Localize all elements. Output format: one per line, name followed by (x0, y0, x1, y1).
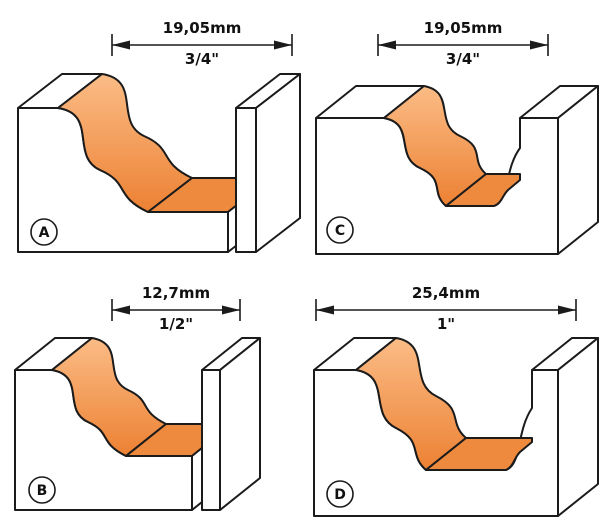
label-circle (326, 216, 354, 244)
panel-b: 12,7mm 1/2" B (0, 270, 300, 527)
label-letter: D (334, 487, 346, 503)
label-c: C (326, 216, 354, 244)
dimension-b: 12,7mm 1/2" (111, 284, 241, 333)
label-a: A (30, 218, 58, 246)
dimension-arrow-left-icon (112, 40, 130, 50)
dimension-a: 19,05mm 3/4" (111, 19, 293, 68)
panel-a-drawing: 19,05mm 3/4" A (17, 19, 301, 253)
dimension-inch-label: 3/4" (446, 50, 480, 68)
dimension-arrow-right-icon (274, 40, 292, 50)
label-letter: A (39, 225, 50, 241)
dimension-mm-label: 12,7mm (142, 284, 210, 302)
block-a (17, 73, 301, 253)
groove-bottom-surface (445, 173, 521, 207)
label-letter: C (335, 223, 345, 239)
dimension-inch-label: 1" (437, 315, 455, 333)
dimension-mm-label: 19,05mm (424, 19, 503, 37)
sliver-front-face (201, 369, 221, 511)
sliver-front-face (235, 107, 257, 253)
panel-a: 19,05mm 3/4" A (0, 0, 301, 270)
panel-b-drawing: 12,7mm 1/2" B (14, 284, 261, 511)
block-right-face (557, 85, 599, 255)
panel-d: 25,4mm 1" D (300, 270, 600, 527)
dimension-arrow-left-icon (378, 40, 396, 50)
groove-bottom-surface (425, 437, 533, 471)
dimension-arrow-right-icon (558, 305, 576, 315)
label-letter: B (37, 483, 48, 499)
dimension-inch-label: 3/4" (185, 50, 219, 68)
sliver-right-face (219, 337, 261, 511)
block-b (14, 337, 261, 511)
panel-c-drawing: 19,05mm 3/4" C (315, 19, 599, 255)
dimension-arrow-right-icon (222, 305, 240, 315)
dimension-c: 19,05mm 3/4" (377, 19, 549, 68)
label-circle (30, 218, 58, 246)
dimension-mm-label: 19,05mm (163, 19, 242, 37)
dimension-mm-label: 25,4mm (412, 284, 480, 302)
block-c (315, 85, 599, 255)
dimension-inch-label: 1/2" (159, 315, 193, 333)
dimension-d: 25,4mm 1" (315, 284, 577, 333)
label-b: B (28, 476, 56, 504)
dimension-arrow-left-icon (316, 305, 334, 315)
block-right-face (557, 337, 599, 517)
sliver-right-face (255, 73, 301, 253)
block-d (313, 337, 599, 517)
dimension-arrow-left-icon (112, 305, 130, 315)
panel-c: 19,05mm 3/4" C (300, 0, 600, 270)
panel-d-drawing: 25,4mm 1" D (313, 284, 599, 517)
label-circle (326, 480, 354, 508)
label-d: D (326, 480, 354, 508)
label-circle (28, 476, 56, 504)
dimension-arrow-right-icon (530, 40, 548, 50)
